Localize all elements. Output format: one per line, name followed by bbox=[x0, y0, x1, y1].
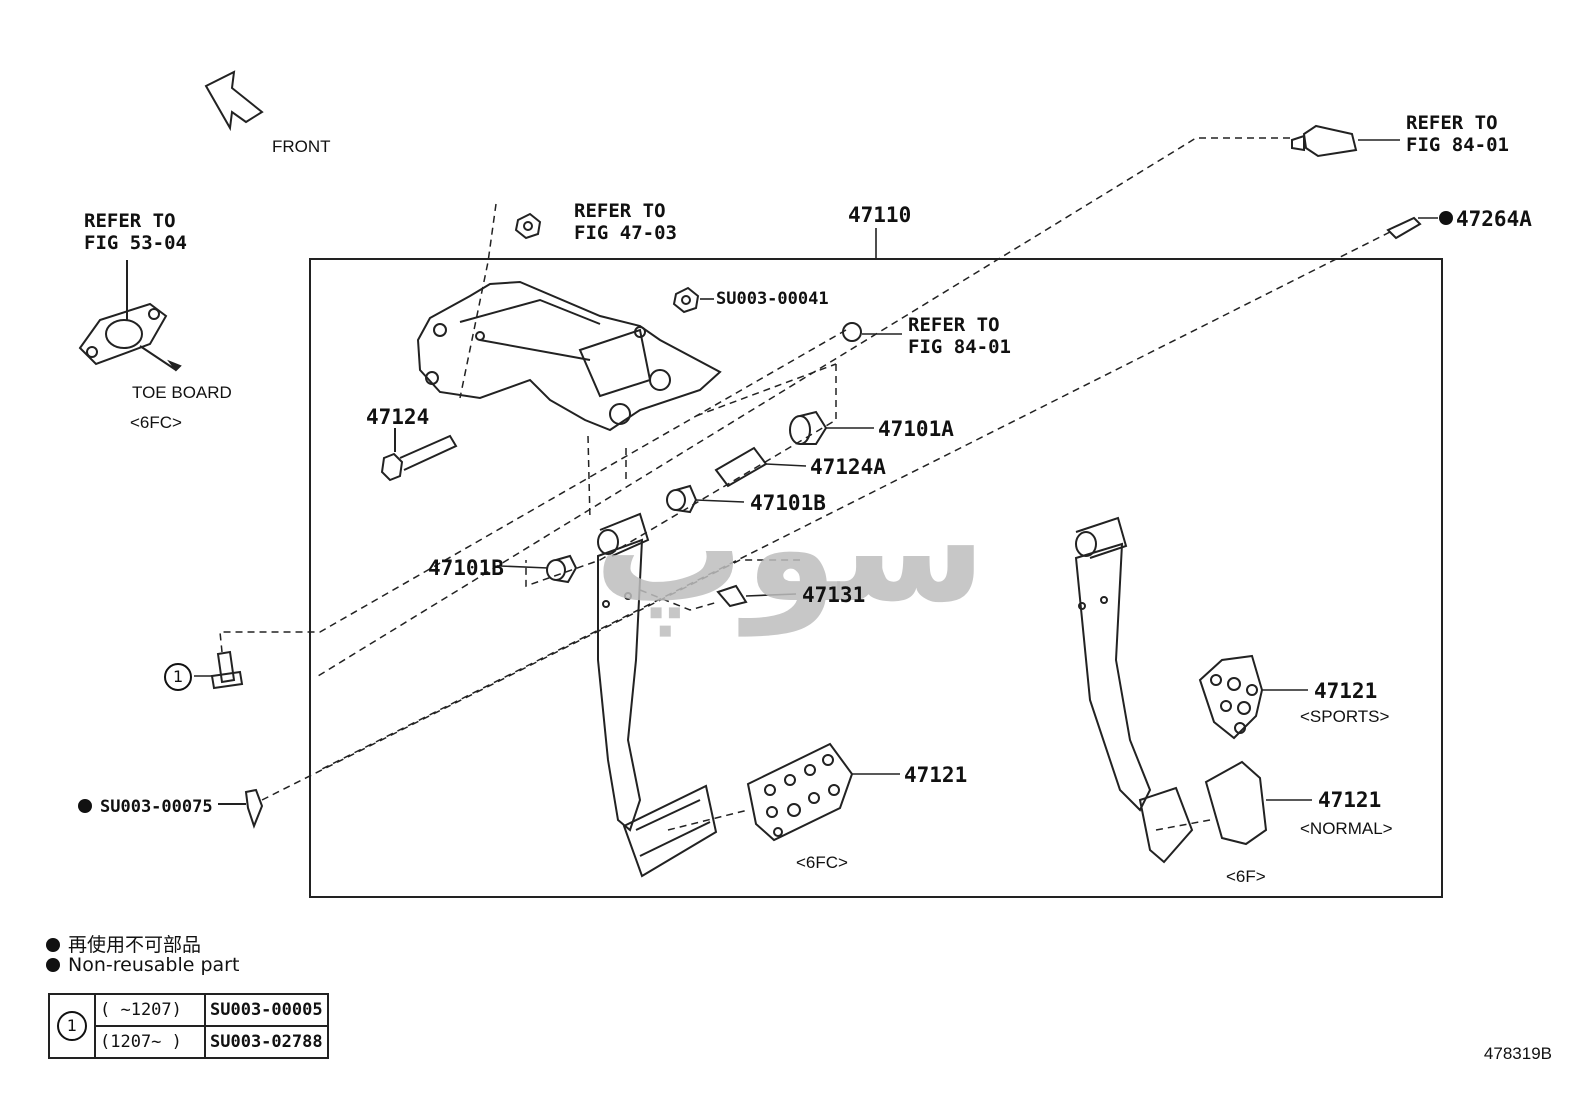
part-47101B-right: 47101B bbox=[750, 491, 826, 515]
circle-one-marker bbox=[164, 663, 192, 691]
table-range-cell: (1207~ ) bbox=[94, 1025, 206, 1059]
legend-en: Non-reusable part bbox=[46, 954, 239, 976]
front-arrow-icon bbox=[204, 70, 264, 132]
figure-id: 478319B bbox=[1483, 1044, 1552, 1063]
pedal-pad-normal bbox=[1204, 760, 1268, 846]
legend-dot-icon bbox=[46, 938, 60, 952]
part-47264A: 47264A bbox=[1456, 207, 1532, 231]
pedal-bracket bbox=[416, 280, 722, 432]
legend-en-text: Non-reusable part bbox=[68, 954, 240, 976]
toe-board-plate bbox=[78, 260, 182, 372]
part-47124: 47124 bbox=[366, 405, 430, 429]
table-marker-cell: 1 bbox=[48, 993, 96, 1059]
variant-6fc: <6FC> bbox=[796, 853, 848, 872]
refer-8401-top-line1: REFER TO bbox=[1406, 112, 1498, 134]
part-47121-main: 47121 bbox=[904, 763, 968, 787]
part-47131: 47131 bbox=[802, 583, 866, 607]
refer-4703-line1: REFER TO bbox=[574, 200, 666, 222]
pedal-pad-6fc bbox=[746, 742, 854, 842]
non-reusable-dot-su00075 bbox=[78, 799, 92, 813]
front-label: FRONT bbox=[272, 137, 331, 156]
variant-normal: <NORMAL> bbox=[1300, 819, 1393, 838]
refer-8401-top-line2: FIG 84-01 bbox=[1406, 134, 1509, 156]
refer-8401-mid-line2: FIG 84-01 bbox=[908, 336, 1011, 358]
leader-lines bbox=[194, 139, 1438, 801]
part-47101B-left: 47101B bbox=[428, 556, 504, 580]
toe-board-label: TOE BOARD bbox=[132, 383, 232, 402]
table-row: (1207~ ) SU003-02788 bbox=[49, 1025, 329, 1059]
dashed-lines bbox=[219, 137, 1391, 831]
part-code-table: 1 ( ~1207) SU003-00005 (1207~ ) SU003-02… bbox=[48, 993, 329, 1059]
part-su003-00075: SU003-00075 bbox=[100, 797, 213, 817]
pedal-pad-sports bbox=[1198, 654, 1264, 740]
table-code-cell: SU003-00005 bbox=[204, 993, 329, 1027]
part-su003-00041: SU003-00041 bbox=[716, 289, 829, 309]
refer-4703-line2: FIG 47-03 bbox=[574, 222, 677, 244]
part-47121-normal: 47121 bbox=[1318, 788, 1382, 812]
part-47124A: 47124A bbox=[810, 455, 886, 479]
non-reusable-dot-47264A bbox=[1439, 211, 1453, 225]
legend-jp: 再使用不可部品 bbox=[46, 930, 201, 957]
circle-one-number: 1 bbox=[173, 667, 184, 686]
refer-53-line1: REFER TO bbox=[84, 210, 176, 232]
table-code-cell: SU003-02788 bbox=[204, 1025, 329, 1059]
variant-sports: <SPORTS> bbox=[1300, 707, 1390, 726]
right-pedal-arm bbox=[1074, 516, 1194, 864]
bolt-47124 bbox=[380, 428, 458, 482]
table-row: 1 ( ~1207) SU003-00005 bbox=[48, 993, 329, 1059]
part-47110: 47110 bbox=[848, 203, 912, 227]
toe-board-sub-label: <6FC> bbox=[130, 413, 182, 432]
table-range-cell: ( ~1207) bbox=[94, 993, 206, 1027]
refer-8401-mid-line1: REFER TO bbox=[908, 314, 1000, 336]
legend-jp-text: 再使用不可部品 bbox=[68, 934, 202, 956]
left-pedal-arm bbox=[597, 512, 718, 878]
legend-dot-icon bbox=[46, 958, 60, 972]
watermark: ﺳﻮﭖ bbox=[594, 462, 986, 637]
part-47101A: 47101A bbox=[878, 417, 954, 441]
part-47121-sports: 47121 bbox=[1314, 679, 1378, 703]
table-marker: 1 bbox=[57, 1011, 87, 1041]
variant-6f: <6F> bbox=[1226, 867, 1266, 886]
refer-53-line2: FIG 53-04 bbox=[84, 232, 187, 254]
